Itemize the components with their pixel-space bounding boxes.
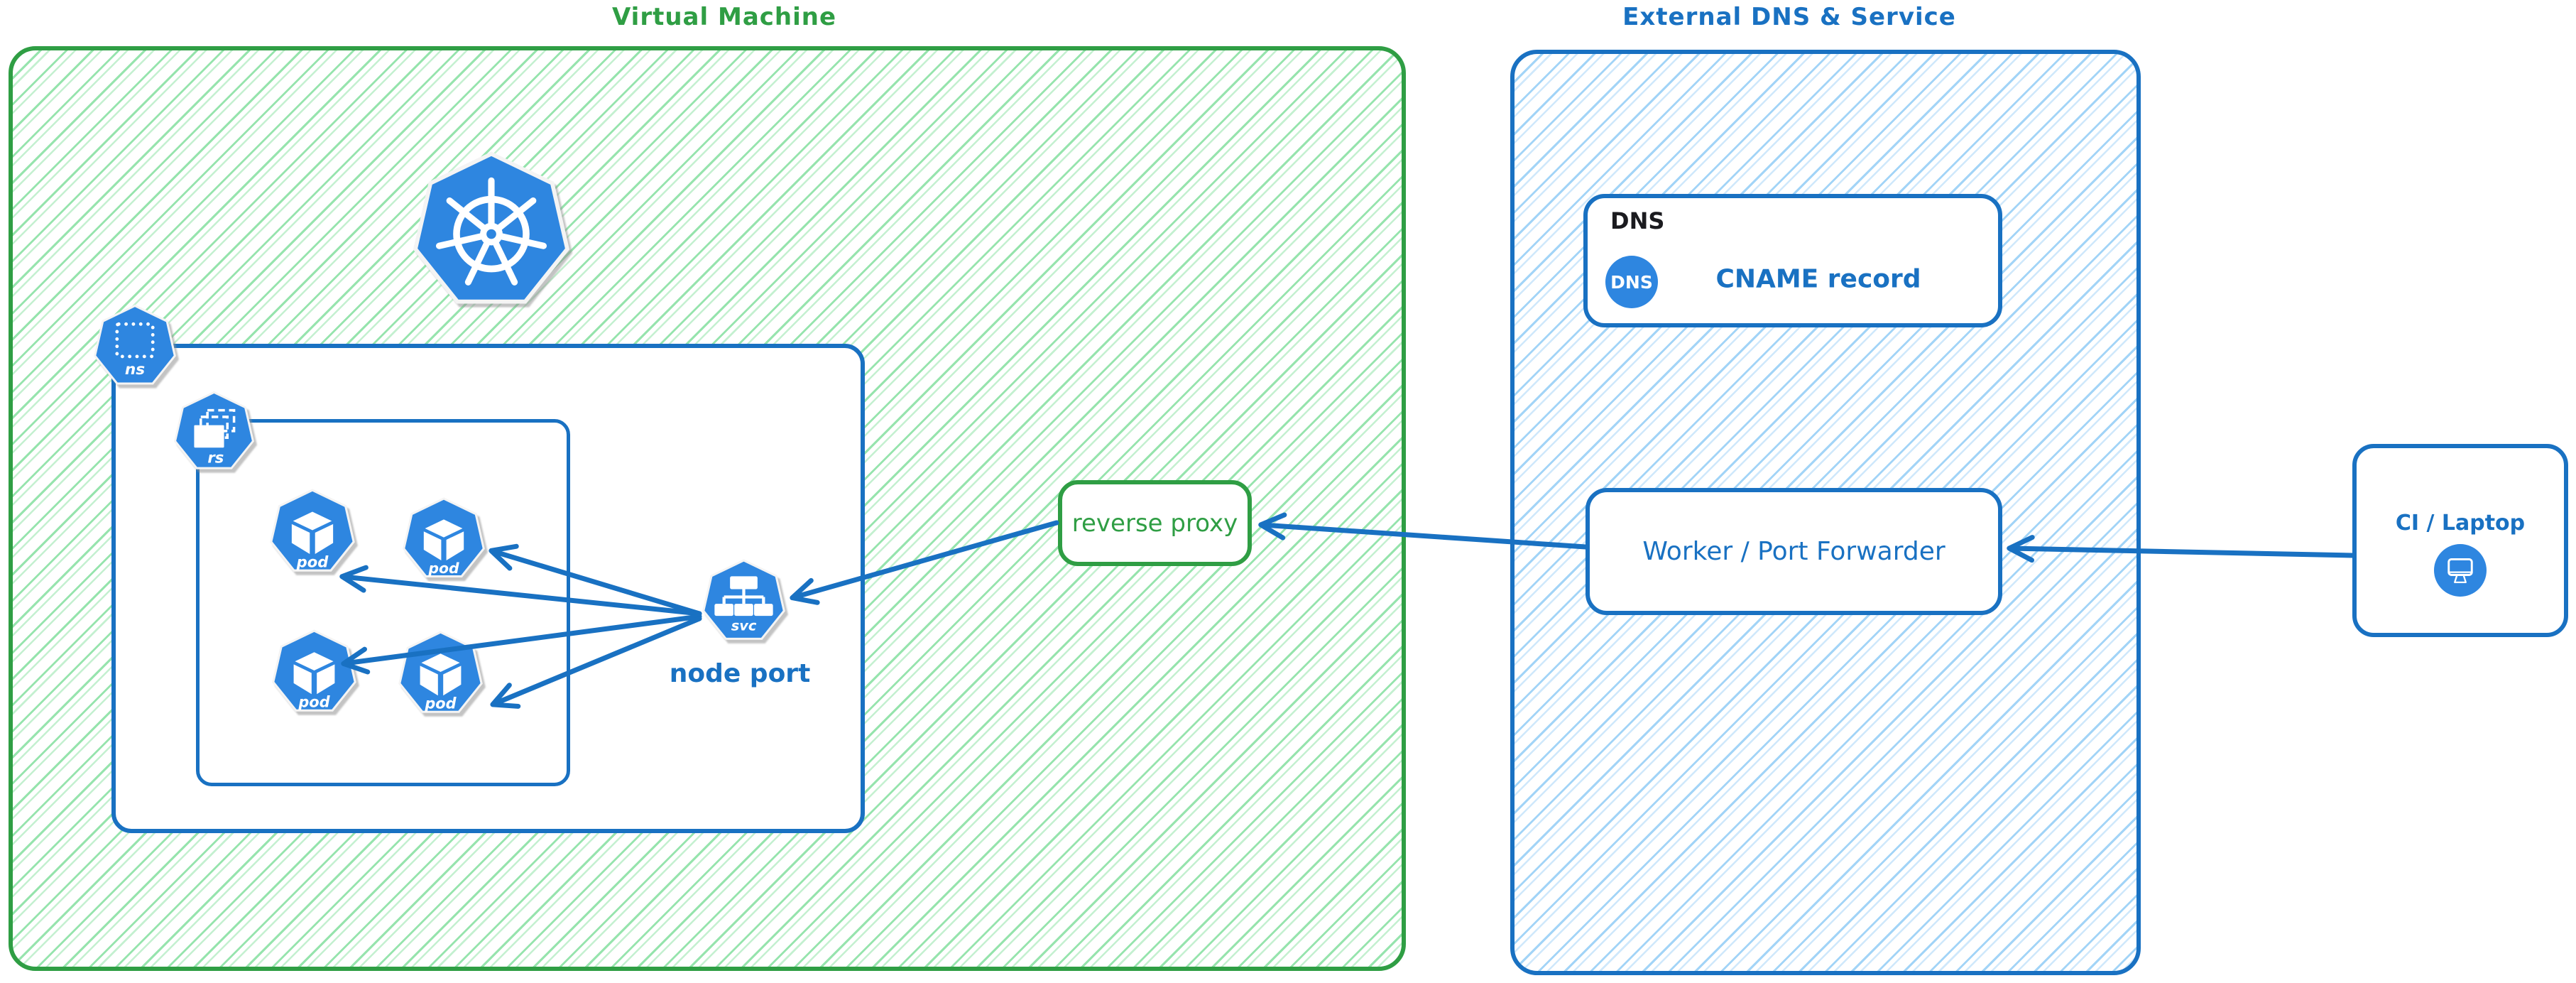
monitor-glyph — [2447, 558, 2473, 584]
pod-icon-label: pod — [296, 553, 329, 571]
pod-icon-label: pod — [427, 560, 459, 577]
pod-icon-label: pod — [424, 695, 457, 712]
dns-frame-label: DNS — [1610, 207, 1665, 234]
kubernetes-logo-icon — [413, 151, 570, 304]
dns-icon: DNS — [1605, 256, 1658, 308]
node-port-caption: node port — [669, 659, 811, 688]
worker-box: Worker / Port Forwarder — [1586, 488, 2002, 615]
pod-icon-label: pod — [298, 694, 330, 711]
pod-icon: pod — [403, 497, 485, 577]
pod-icon: pod — [272, 629, 356, 712]
vm-group-title: Virtual Machine — [611, 3, 837, 31]
client-label: CI / Laptop — [2395, 511, 2526, 536]
dns-icon-label: DNS — [1610, 271, 1653, 293]
cname-record-label: CNAME record — [1715, 264, 1921, 294]
service-icon: svc — [702, 559, 785, 640]
namespace-icon: ns — [94, 304, 176, 385]
reverse-proxy-label: reverse proxy — [1071, 509, 1238, 538]
worker-label: Worker / Port Forwarder — [1642, 537, 1945, 566]
pod-icon: pod — [398, 631, 483, 713]
pod-icon: pod — [270, 489, 355, 572]
external-group-title: External DNS & Service — [1622, 3, 1956, 31]
replicaset-box — [196, 419, 570, 786]
dns-box: DNS DNS CNAME record — [1583, 194, 2002, 327]
replicaset-icon-label: rs — [207, 448, 224, 466]
monitor-icon — [2434, 544, 2487, 597]
service-icon-label: svc — [731, 618, 757, 634]
namespace-icon-label: ns — [125, 361, 145, 379]
reverse-proxy-box: reverse proxy — [1058, 480, 1252, 566]
client-box: CI / Laptop — [2352, 444, 2568, 637]
replicaset-icon: rs — [174, 391, 254, 469]
